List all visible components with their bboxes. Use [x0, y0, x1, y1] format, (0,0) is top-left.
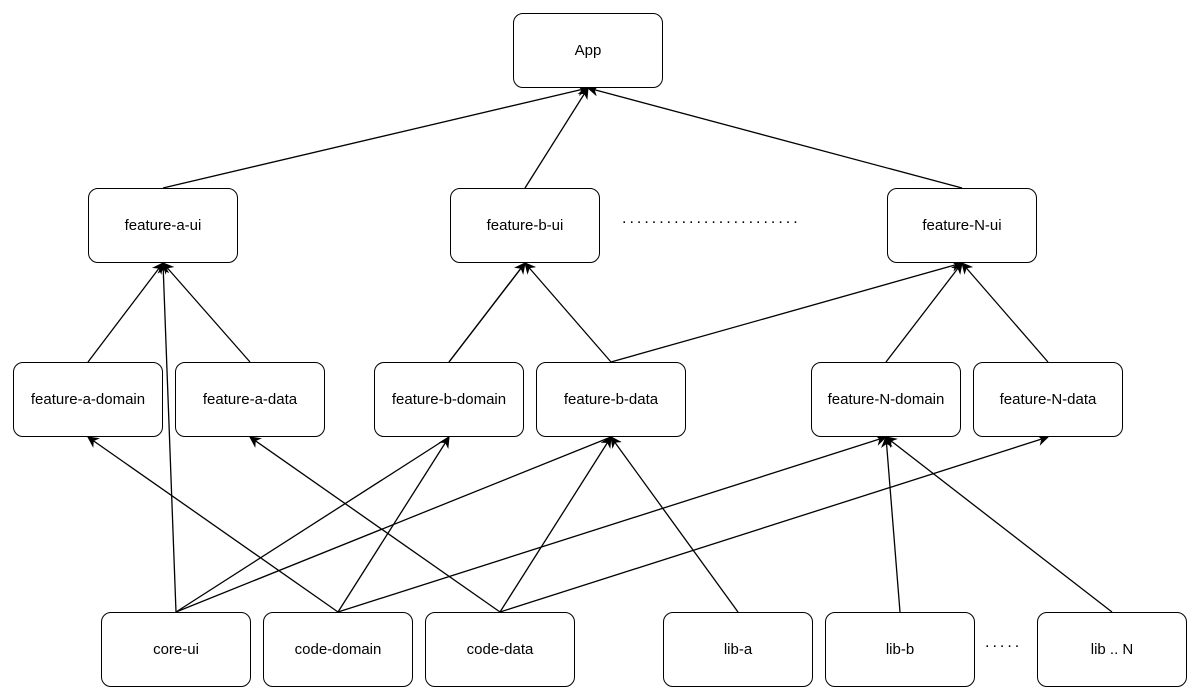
- node-feature-b-domain[interactable]: feature-b-domain: [374, 362, 524, 437]
- edge-feature-b-data-to-feature-n-ui: [610, 260, 964, 363]
- edge-code-domain-to-feature-n-domain: [337, 434, 888, 613]
- edge-core-ui-to-feature-a-ui: [157, 261, 177, 613]
- edge-lib-a-to-feature-b-data: [610, 436, 739, 613]
- node-feature-a-data[interactable]: feature-a-data: [175, 362, 325, 437]
- features-ellipsis: ........................: [622, 210, 801, 227]
- node-feature-b-ui[interactable]: feature-b-ui: [450, 188, 600, 263]
- edge-feature-b-ui-to-app: [524, 87, 589, 189]
- node-lib-n[interactable]: lib .. N: [1037, 612, 1187, 687]
- edge-feature-n-domain-to-feature-n-ui: [885, 262, 963, 363]
- line-core-ui-to-feature-b-data: [175, 436, 612, 613]
- edge-feature-n-ui-to-app: [586, 85, 963, 189]
- node-lib-b[interactable]: lib-b: [825, 612, 975, 687]
- edge-feature-a-ui-to-app: [162, 84, 590, 189]
- edge-code-domain-to-feature-a-domain: [87, 436, 339, 613]
- libs-ellipsis: .....: [985, 634, 1023, 651]
- edge-feature-n-data-to-feature-n-ui: [961, 262, 1049, 363]
- line-core-ui-to-feature-b-domain: [175, 436, 450, 613]
- edge-lib-n-to-feature-n-domain: [885, 436, 1113, 613]
- node-lib-a[interactable]: lib-a: [663, 612, 813, 687]
- edge-code-data-to-feature-n-data: [499, 434, 1050, 613]
- node-feature-b-data[interactable]: feature-b-data: [536, 362, 686, 437]
- node-app[interactable]: App: [513, 13, 663, 88]
- node-code-domain[interactable]: code-domain: [263, 612, 413, 687]
- node-core-ui[interactable]: core-ui: [101, 612, 251, 687]
- line-feature-b-domain-to-feature-b-ui: [448, 262, 526, 363]
- node-code-data[interactable]: code-data: [425, 612, 575, 687]
- edge-code-data-to-feature-b-data: [499, 436, 612, 613]
- node-feature-n-data[interactable]: feature-N-data: [973, 362, 1123, 437]
- edge-feature-a-data-to-feature-a-ui: [162, 262, 251, 363]
- node-feature-a-domain[interactable]: feature-a-domain: [13, 362, 163, 437]
- edge-feature-a-domain-to-feature-a-ui: [87, 262, 164, 363]
- node-feature-a-ui[interactable]: feature-a-ui: [88, 188, 238, 263]
- edge-lib-b-to-feature-n-domain: [881, 435, 901, 613]
- node-feature-n-ui[interactable]: feature-N-ui: [887, 188, 1037, 263]
- edge-code-data-to-feature-a-data: [249, 436, 501, 613]
- node-feature-n-domain[interactable]: feature-N-domain: [811, 362, 961, 437]
- edge-feature-b-data-to-feature-b-ui: [524, 262, 612, 363]
